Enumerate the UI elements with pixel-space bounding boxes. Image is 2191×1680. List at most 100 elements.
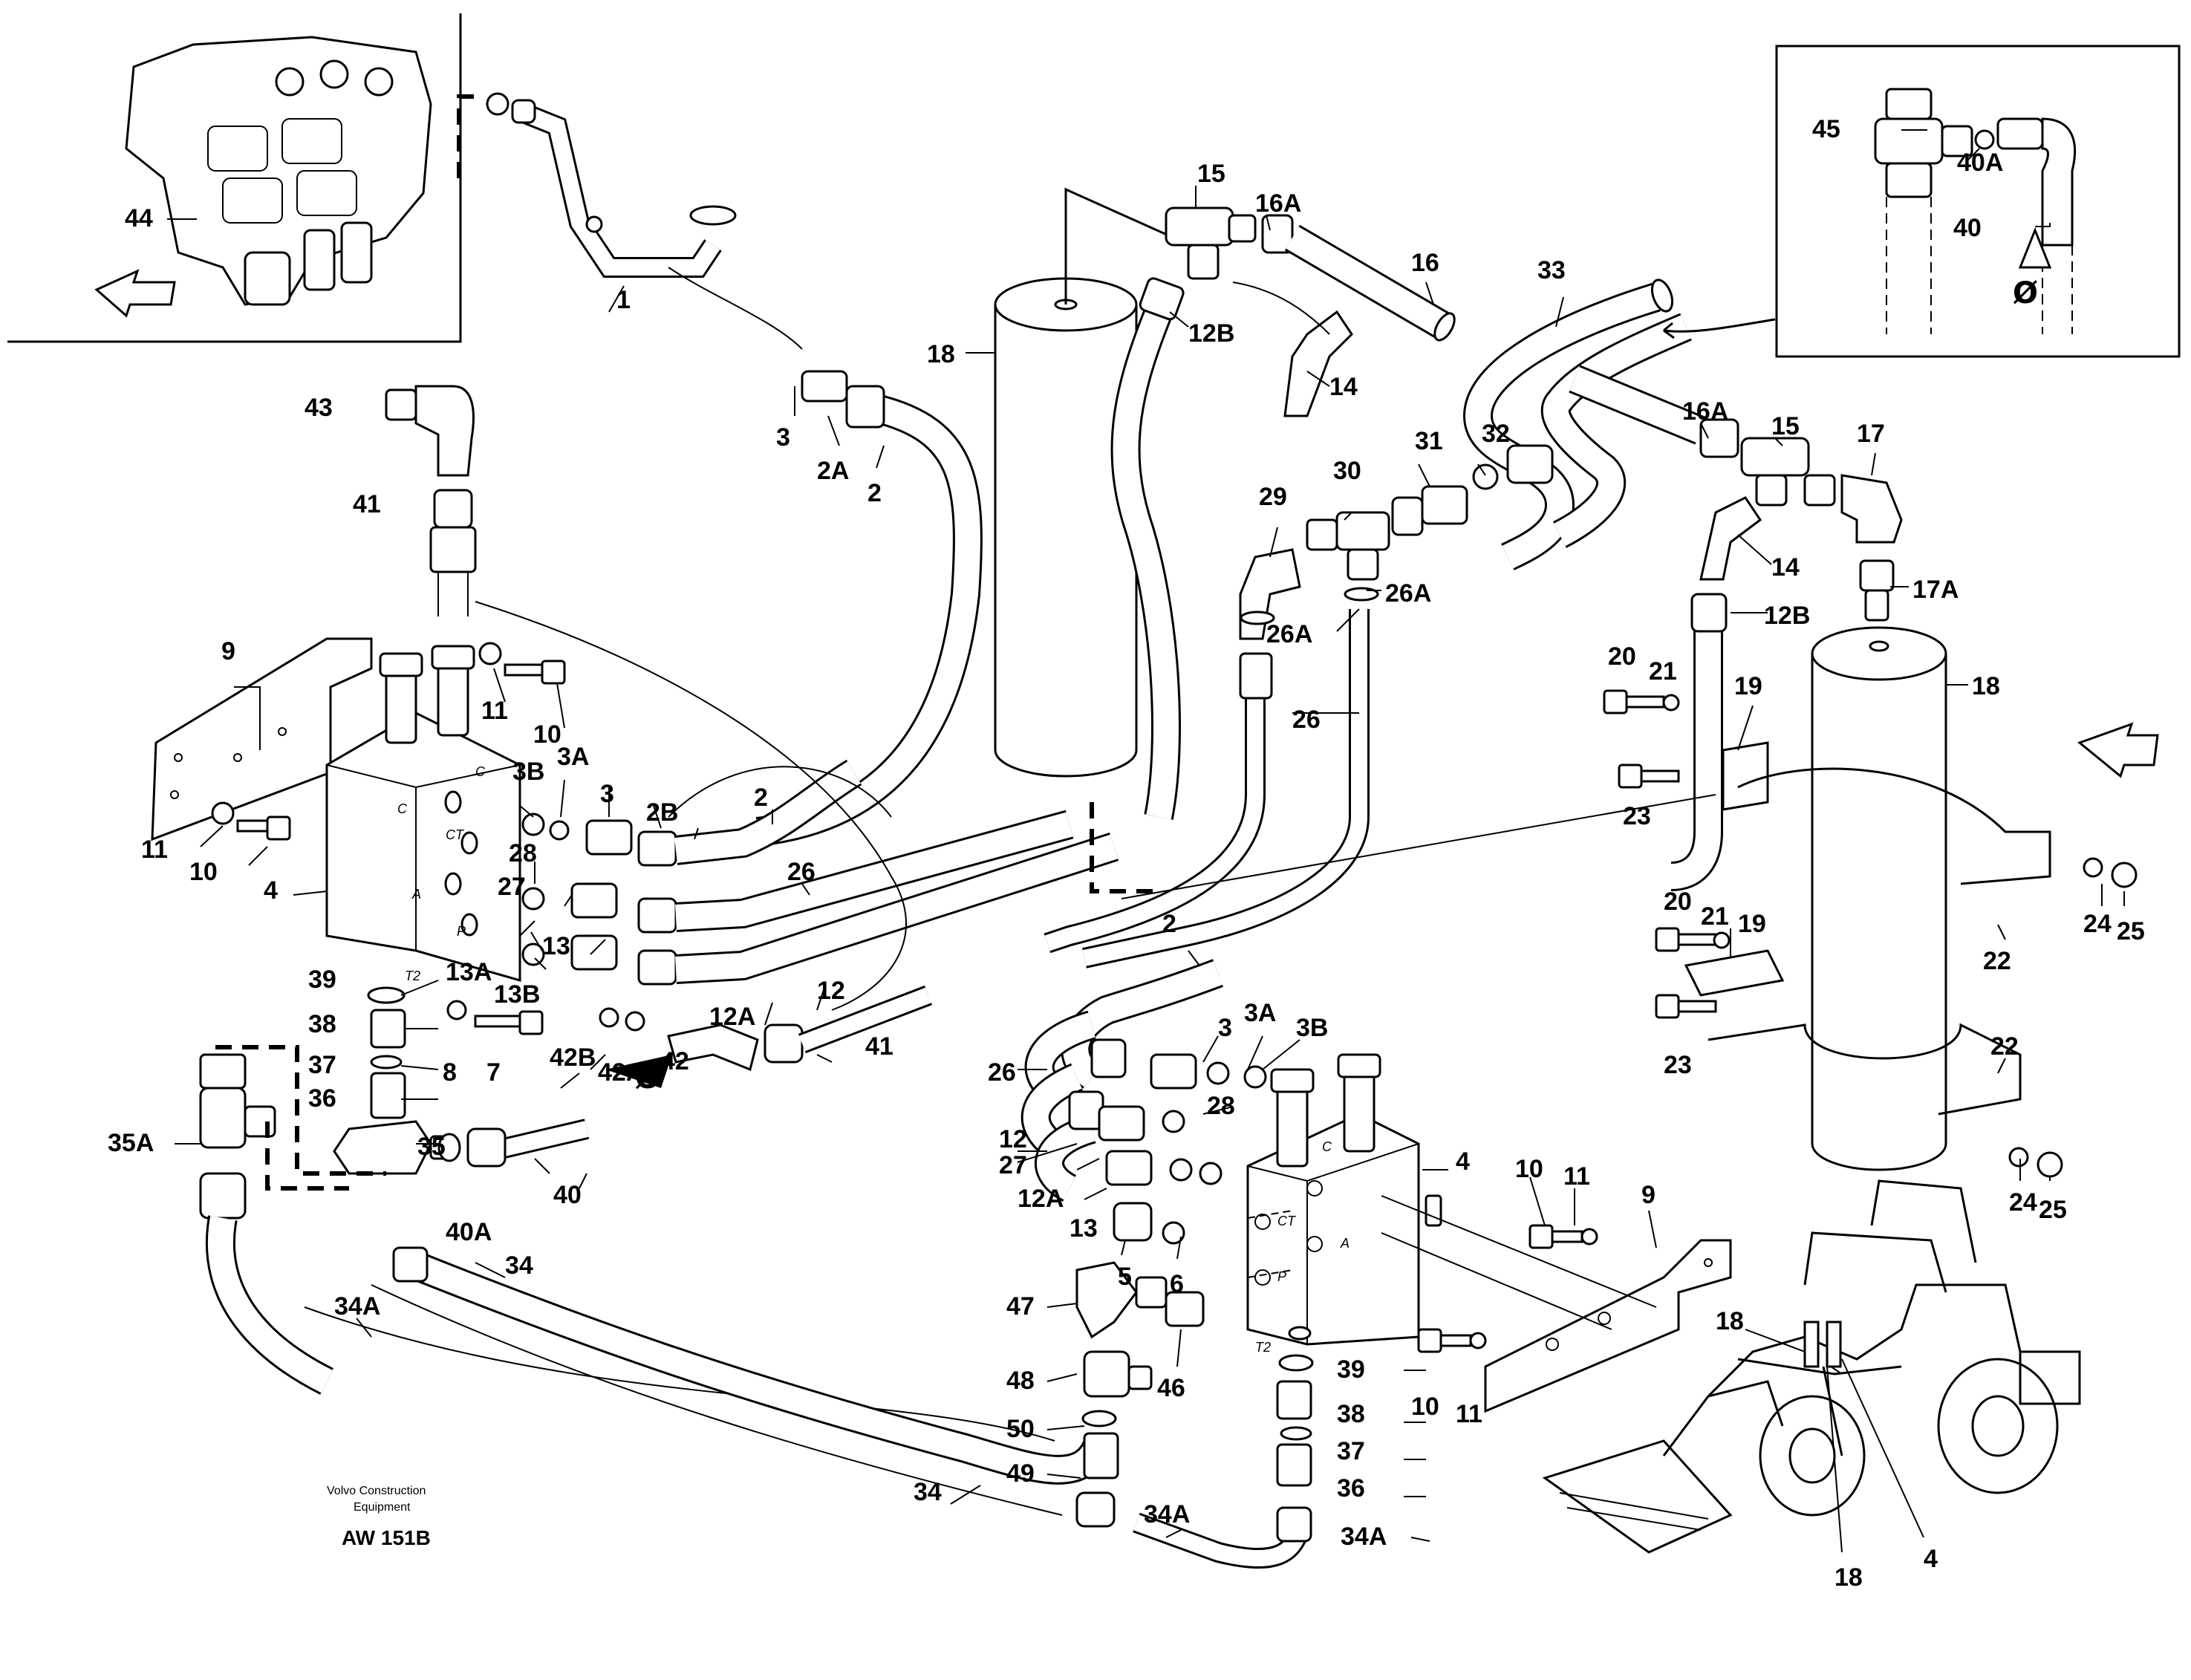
label-26A-upper: 26A xyxy=(1385,579,1431,608)
label-20-upper: 20 xyxy=(1608,642,1636,671)
control-valve-44 xyxy=(125,36,483,306)
label-18-right: 18 xyxy=(1972,672,2000,700)
port-c-left-2: C xyxy=(397,801,408,816)
label-18-machine-lower: 18 xyxy=(1834,1563,1863,1592)
label-33: 33 xyxy=(1537,256,1566,284)
port-ct-left: CT xyxy=(446,827,465,842)
label-39-left: 39 xyxy=(308,966,336,994)
label-10-right-lower: 10 xyxy=(1411,1393,1439,1421)
label-28-left: 28 xyxy=(509,839,537,867)
label-25-upper: 25 xyxy=(2117,917,2145,945)
hose-2-upper xyxy=(755,370,983,847)
label-43: 43 xyxy=(305,394,333,422)
label-27-lower: 27 xyxy=(999,1151,1027,1179)
label-17: 17 xyxy=(1857,420,1885,448)
elbow-14-upper xyxy=(1232,281,1353,417)
label-8: 8 xyxy=(443,1058,457,1087)
fittings-row-left xyxy=(521,813,804,1072)
port-c-right: C xyxy=(1322,1139,1332,1154)
label-3B-lower: 3B xyxy=(1296,1014,1328,1042)
direction-arrow-right xyxy=(2077,722,2159,778)
pipe-1 xyxy=(486,92,803,350)
label-15-right: 15 xyxy=(1771,412,1800,440)
label-38-left: 38 xyxy=(308,1010,336,1038)
company-line-2: Equipment xyxy=(354,1501,411,1514)
label-2-left: 2 xyxy=(754,784,768,812)
label-12B-upper: 12B xyxy=(1188,319,1234,348)
label-34A-bottom: 34A xyxy=(1144,1500,1190,1528)
label-14-right: 14 xyxy=(1771,553,1800,582)
tee-15-right xyxy=(1740,437,1836,507)
port-p-left: P xyxy=(457,924,466,939)
hose-12b-right xyxy=(1670,496,1762,891)
part-labels: 44 1 43 41 3 2A 2 18 15 16A 16 33 12B 14… xyxy=(108,115,2145,1592)
label-7: 7 xyxy=(486,1058,501,1087)
bolt-set-upper xyxy=(1603,689,2138,888)
label-9-right: 9 xyxy=(1641,1181,1656,1209)
label-13-left: 13 xyxy=(542,932,570,960)
label-11-right-upper: 11 xyxy=(1563,1162,1590,1191)
label-37-right: 37 xyxy=(1337,1437,1365,1465)
label-3B-left: 3B xyxy=(512,758,544,786)
label-4-left: 4 xyxy=(264,876,278,905)
label-10-right-upper: 10 xyxy=(1515,1155,1543,1183)
label-13-lower: 13 xyxy=(1070,1214,1098,1243)
label-10-left-upper: 10 xyxy=(533,720,561,749)
label-5: 5 xyxy=(1118,1263,1132,1291)
tank-18-right xyxy=(1811,626,1947,1171)
footer-credit: Volvo Construction Equipment AW 151B xyxy=(327,1485,431,1549)
drawing-code: AW 151B xyxy=(342,1526,431,1549)
label-36-left: 36 xyxy=(308,1084,336,1113)
label-50: 50 xyxy=(1006,1415,1035,1443)
label-34A-right: 34A xyxy=(1341,1523,1387,1551)
inset-tee-detail xyxy=(1775,45,2181,358)
valve-block-4-right xyxy=(1246,1053,1442,1346)
company-line-1: Volvo Construction xyxy=(327,1485,426,1497)
label-26-left: 26 xyxy=(787,858,815,886)
label-37-left: 37 xyxy=(308,1051,336,1079)
hoses-lower-middle xyxy=(1020,959,1267,1245)
port-t2-right: T2 xyxy=(1255,1340,1271,1355)
label-16A-upper: 16A xyxy=(1255,189,1301,218)
hose-12b-left xyxy=(1110,277,1185,820)
hoses-left-bundle xyxy=(475,601,1716,1054)
label-22-lower: 22 xyxy=(1990,1032,2019,1061)
label-2B: 2B xyxy=(646,798,678,827)
fittings-29-32 xyxy=(1239,444,1554,640)
label-42B: 42B xyxy=(550,1044,596,1072)
label-3-upper: 3 xyxy=(776,423,790,452)
label-29: 29 xyxy=(1259,483,1287,511)
label-13A: 13A xyxy=(446,958,492,986)
leader-lines xyxy=(167,129,2125,1553)
label-26A-lower: 26A xyxy=(1266,620,1312,648)
label-24-lower: 24 xyxy=(2009,1188,2037,1217)
bracket-9-right xyxy=(1381,1195,1732,1413)
label-42: 42 xyxy=(661,1047,689,1075)
label-27-left: 27 xyxy=(498,873,526,901)
label-11-left-upper: 11 xyxy=(481,697,508,725)
port-p-right: P xyxy=(1277,1269,1286,1284)
label-42A: 42A xyxy=(598,1058,644,1087)
label-2-lower: 2 xyxy=(1162,910,1176,938)
label-16: 16 xyxy=(1411,249,1439,277)
label-18-upper-left: 18 xyxy=(927,340,955,368)
hoses-26 xyxy=(1044,609,1370,968)
hose-16-right xyxy=(1569,365,1739,458)
label-12B-right: 12B xyxy=(1764,602,1810,630)
label-23-lower: 23 xyxy=(1664,1051,1692,1079)
tee-15-upper xyxy=(1165,206,1294,280)
label-36-right: 36 xyxy=(1337,1474,1365,1502)
port-a-right: A xyxy=(1340,1236,1350,1251)
label-11-right-lower: 11 xyxy=(1456,1400,1482,1428)
label-40A-left: 40A xyxy=(446,1218,492,1246)
label-21-lower: 21 xyxy=(1701,902,1729,931)
fittings-46-50 xyxy=(1075,1261,1205,1528)
clamp-19-upper xyxy=(1722,741,2051,885)
label-38-right: 38 xyxy=(1337,1400,1365,1428)
label-44: 44 xyxy=(125,204,153,232)
label-20-lower: 20 xyxy=(1664,888,1692,916)
label-13B: 13B xyxy=(494,980,540,1009)
port-a-left: A xyxy=(411,887,421,902)
phi-symbol-left: Ø xyxy=(635,1061,660,1095)
